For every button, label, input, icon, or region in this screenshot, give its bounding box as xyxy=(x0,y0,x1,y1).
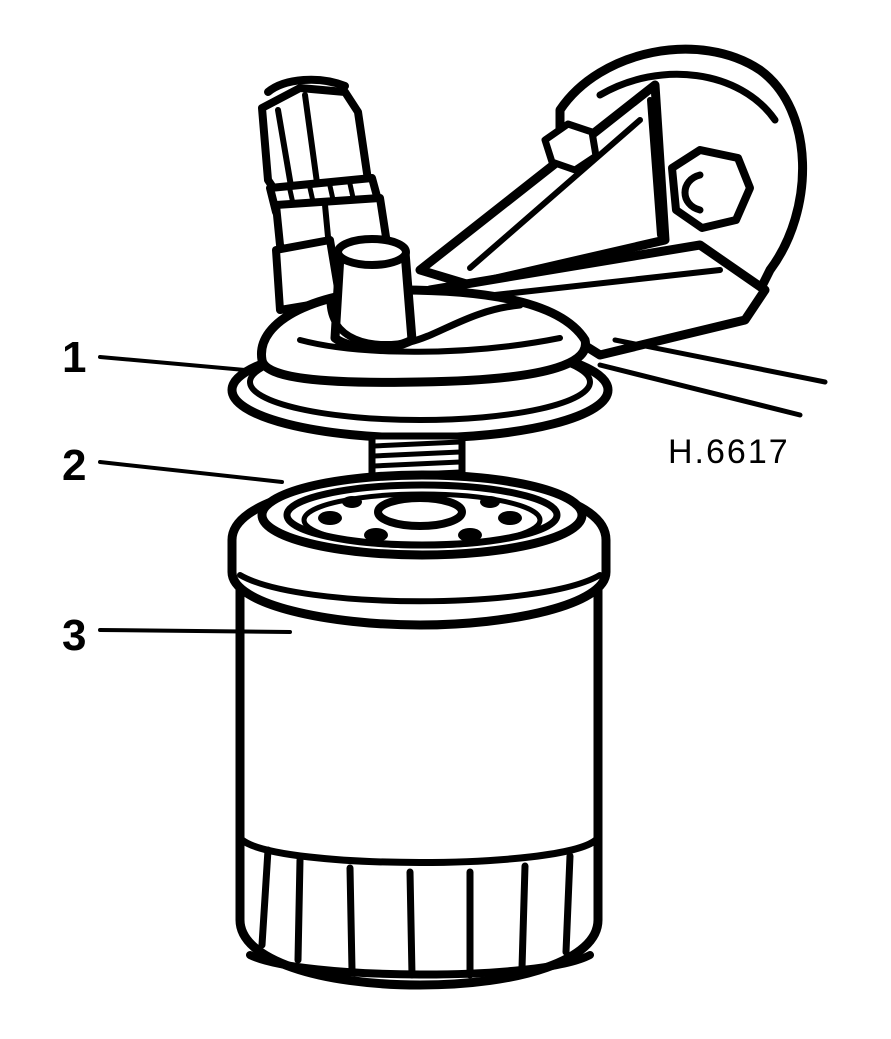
leader-line-3 xyxy=(98,628,292,634)
leader-lines xyxy=(98,355,292,634)
callout-1: 1 xyxy=(62,333,86,382)
filter-cartridge xyxy=(227,470,611,990)
callout-2: 2 xyxy=(62,441,86,490)
figure-reference-code: H.6617 xyxy=(668,433,790,471)
leader-line-1 xyxy=(98,355,247,372)
callout-3: 3 xyxy=(62,611,86,660)
leader-line-2 xyxy=(98,460,284,484)
pipe-union xyxy=(258,75,392,314)
mounting-bracket xyxy=(415,44,828,418)
